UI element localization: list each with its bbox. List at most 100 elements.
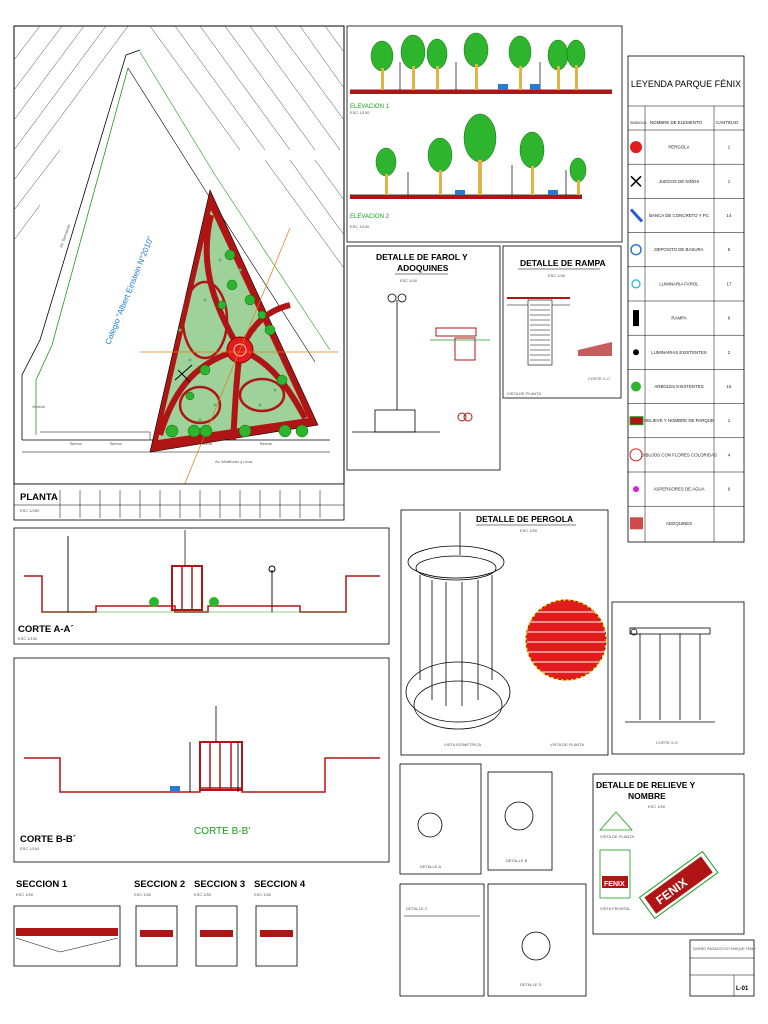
legend-row: LUMINARIAS EXISTENTES 2 — [628, 334, 744, 356]
corte-aa-label: CORTE A-A´ — [18, 624, 74, 635]
small-details: DETALLE A DETALLE B DETALLE C DETALLE D — [399, 763, 587, 997]
relieve-detail-panel: DETALLE DE RELIEVE Y NOMBRE ESC 1/50 VIS… — [592, 773, 745, 935]
pergola-icon — [630, 141, 642, 154]
legend-item-qty: 1 — [728, 418, 731, 423]
relieve-scale: ESC 1/50 — [648, 804, 666, 809]
pergola-detail-panel: DETALLE DE PERGOLA ESC 1/50 VISTA ISOMET… — [400, 509, 609, 756]
paver-icon — [630, 517, 643, 530]
rampa-corte-label: CORTE C-C' — [588, 376, 611, 381]
legend-row: BANCA DE CONCRETO Y PC 14 — [628, 198, 744, 223]
legend-item-qty: 15 — [727, 384, 732, 389]
elevation-2-label: ELEVACION 2 — [350, 214, 390, 220]
detalle-c-label: DETALLE C — [406, 906, 428, 911]
relieve-plan-label: VISTA DE PLANTA — [600, 834, 634, 839]
corte-bb-scale: ESC 1/100 — [20, 846, 40, 851]
legend-item-name: JUEGOS DE NIÑOS — [659, 179, 700, 184]
elevation-1-scale: ESC 1/100 — [350, 110, 370, 115]
pergola-iso-label: VISTA ISOMETRICA — [444, 742, 481, 747]
street-hatch — [13, 25, 345, 269]
pergola-corte-panel: CORTE X-X' — [611, 601, 745, 755]
legend-item-qty: 4 — [728, 452, 731, 457]
title-block: DISEÑO PAISAJISTICO PARQUE FENIX L-01 — [689, 939, 756, 997]
title-block-project: DISEÑO PAISAJISTICO PARQUE FENIX — [693, 946, 756, 951]
legend-item-qty: 14 — [727, 213, 732, 218]
plan-playground — [174, 364, 193, 383]
legend-item-qty: 6 — [728, 487, 731, 492]
relieve-title-line1: DETALLE DE RELIEVE Y — [596, 780, 696, 790]
plan-panel: Colegio "Albert Einstein N°2010" Av. Sar… — [13, 25, 345, 521]
lawn-texture — [168, 258, 277, 422]
secciones-row: SECCION 1 ESC 1/50 SECCION 2 ESC 1/50 SE… — [13, 879, 306, 967]
seccion-1-label: SECCION 1 — [16, 879, 68, 890]
legend-item-name: LUMINARIA FAROL — [659, 281, 699, 286]
rampa-scale: ESC 1/40 — [548, 273, 566, 278]
ramp-icon — [633, 310, 639, 327]
rampa-plan-drawing — [507, 297, 570, 366]
legend-item-name: BANCA DE CONCRETO Y PC — [649, 213, 709, 218]
title-block-sheet: L-01 — [736, 986, 749, 992]
legend-item-name: DIBUJOS CON FLORES COLORIDAS — [641, 452, 717, 457]
park-lawn — [158, 210, 308, 440]
seccion-4-scale: ESC 1/50 — [254, 892, 272, 897]
seccion-3-scale: ESC 1/50 — [194, 892, 212, 897]
lamp-icon — [631, 279, 641, 289]
berma-label: Berma — [200, 441, 213, 446]
elevation-2-trees — [375, 113, 587, 195]
seccion-2-scale: ESC 1/50 — [134, 892, 152, 897]
flower-drawing-icon — [629, 448, 643, 462]
corte-bb-panel: CORTE B-B´ ESC 1/100 CORTE B-B' — [13, 657, 390, 863]
plan-footer-note: Av. Miraflores y Lima — [215, 459, 253, 464]
elevation-1-label: ELEVACION 1 — [350, 104, 390, 110]
legend-item-qty: 1 — [728, 145, 731, 150]
legend-item-qty: 2 — [728, 350, 731, 355]
legend-item-name: ARBOLES EXISTENTES — [654, 384, 703, 389]
detalle-a-label: DETALLE A — [420, 864, 441, 869]
legend-row: RELIEVE Y NOMBRE DE PARQUE 1 — [628, 403, 744, 426]
legend-row: JUEGOS DE NIÑOS 1 — [628, 163, 744, 187]
farol-title-line2: ADOQUINES — [397, 263, 449, 273]
plan-trees — [165, 249, 309, 438]
legend-item-name: RELIEVE Y NOMBRE DE PARQUE — [644, 418, 714, 423]
elevation-2-scale: ESC 1/100 — [350, 224, 370, 229]
pergola-corte-label: CORTE X-X' — [656, 740, 679, 745]
rampa-plan-label: VISTA DE PLANTA — [507, 391, 541, 396]
lot-labels: Berma Berma Berma Berma — [70, 441, 273, 446]
corte-aa-scale: ESC 1/100 — [18, 636, 38, 641]
elevations-panel: ELEVACION 1 ESC 1/100 ELEVACION 2 ESC 1/… — [346, 25, 623, 243]
elevation-1-trees — [370, 32, 586, 90]
corte-aa-panel: CORTE A-A´ ESC 1/100 — [13, 527, 390, 645]
legend-col-name: NOMBRE DE ELEMENTO — [650, 120, 702, 125]
legend-panel: LEYENDA PARQUE FÉNIX SIMBOLO NOMBRE DE E… — [627, 55, 745, 543]
berma-label: Berma — [70, 441, 83, 446]
rampa-title: DETALLE DE RAMPA — [520, 258, 606, 268]
legend-row: ARBOLES EXISTENTES 15 — [628, 369, 744, 392]
legend-row: ADOQUINES — [628, 505, 744, 530]
pergola-title: DETALLE DE PERGOLA — [476, 514, 573, 524]
pergola-plan-label: VISTA DE PLANTA — [550, 742, 584, 747]
legend-col-qty: CANTIDAD — [716, 120, 738, 125]
seccion-2-label: SECCION 2 — [134, 879, 185, 890]
corte-bb-label: CORTE B-B´ — [20, 834, 76, 845]
plan-title: PLANTA — [20, 492, 58, 503]
seccion-1-scale: ESC 1/50 — [16, 892, 34, 897]
farol-title-line1: DETALLE DE FAROL Y — [376, 252, 468, 262]
legend-item-name: DEPOSITO DE BASURA — [654, 247, 703, 252]
farol-lamp-drawing — [352, 293, 440, 433]
pergola-plan-drawing — [525, 599, 607, 681]
legend-col-symbol: SIMBOLO — [630, 121, 647, 125]
legend-item-name: ADOQUINES — [666, 521, 692, 526]
trash-bin-icon — [630, 243, 642, 256]
legend-item-qty: 17 — [727, 281, 732, 286]
legend-item-name: LUMINARIAS EXISTENTES — [651, 350, 706, 355]
legend-item-qty: 1 — [728, 179, 731, 184]
seccion-4-label: SECCION 4 — [254, 879, 306, 890]
relieve-front-label: VISTA FRONTAL — [600, 906, 631, 911]
berma-label: Berma — [110, 441, 123, 446]
vereda-label: Vereda — [32, 404, 45, 409]
farol-scale: ESC 1/40 — [400, 278, 418, 283]
detalle-b-label: DETALLE B — [506, 858, 528, 863]
